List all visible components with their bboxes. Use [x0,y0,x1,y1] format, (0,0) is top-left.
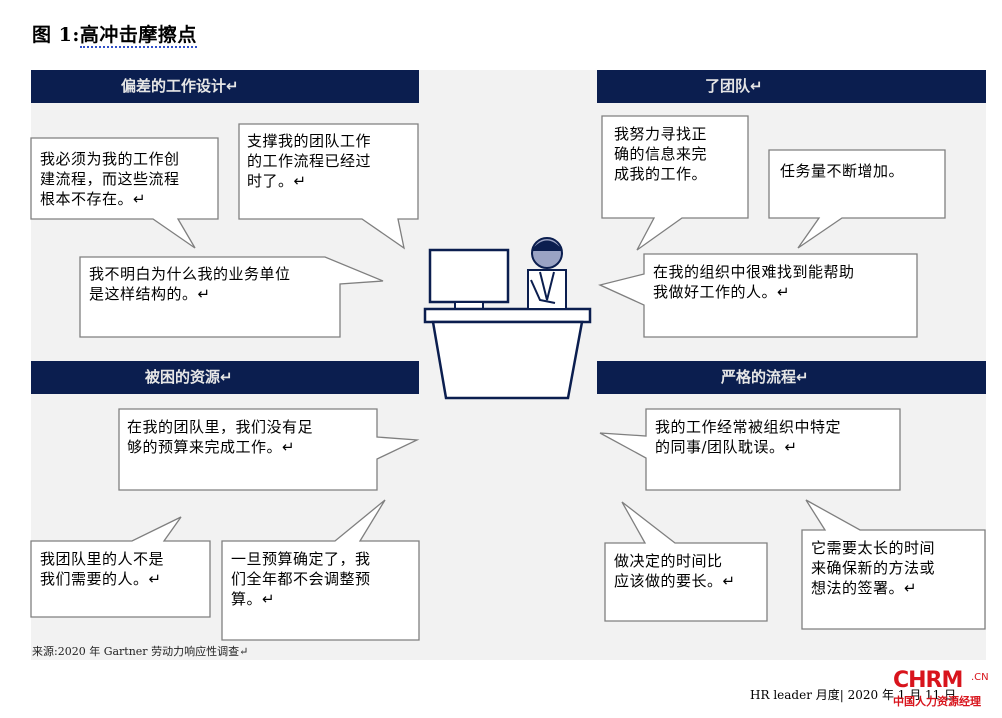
header-bottom-right-label: 严格的流程↵ [721,368,809,386]
bubble-line: 我们需要的人。↵ [40,570,162,588]
bubble-line: 在我的团队里，我们没有足 [127,418,314,436]
speech-bubble-4 [601,115,749,251]
header-top-left: 偏差的工作设计↵ [31,70,419,103]
bubble-line: 根本不存在。↵ [40,190,147,208]
bubble-line: 想法的签署。↵ [811,579,918,597]
bubble-line: 任务量不断增加。 [780,162,905,180]
speech-bubble-6 [598,253,918,338]
speech-bubble-text-2: 支撑我的团队工作 的工作流程已经过 时了。↵ [247,131,371,191]
bubble-line: 来确保新的方法或 [811,559,936,577]
person-arm [530,279,556,304]
source-note: 来源:2020 年 Gartner 劳动力响应性调查↵ [32,645,249,658]
bubble-line: 我不明白为什么我的业务单位 [89,265,291,283]
bubble-line: 我做好工作的人。↵ [653,283,791,301]
speech-bubble-text-5: 任务量不断增加。 [780,161,904,181]
speech-bubble-3 [79,256,384,338]
speech-bubble-text-11: 做决定的时间比 应该做的要长。↵ [614,551,736,591]
chrm-logo: CHRM .CN 中国人力资源经理 [893,668,993,712]
figure-title-prefix: 图 1: [32,24,80,46]
bubble-line: 够的预算来完成工作。↵ [127,438,296,456]
bubble-line: 做决定的时间比 [614,552,723,570]
speech-bubble-8 [30,516,211,618]
logo-main-text: CHRM [893,668,963,693]
logo-domain-text: .CN [971,672,989,683]
speech-bubble-9 [221,499,420,641]
header-bottom-right: 严格的流程↵ [597,361,986,394]
desk-top [423,307,592,324]
worker-at-desk-illustration [423,237,592,400]
speech-bubble-7 [118,408,420,491]
header-top-right: 了团队↵ [597,70,986,103]
speech-bubble-text-9: 一旦预算确定了，我 们全年都不会调整预 算。↵ [231,549,371,609]
speech-bubble-5 [768,149,946,249]
logo-subtitle: 中国人力资源经理 [893,695,981,708]
figure-title: 图 1:高冲击摩擦点 [32,20,197,48]
bubble-line: 的工作流程已经过 [247,152,372,170]
header-top-left-label: 偏差的工作设计↵ [121,77,239,95]
speech-bubble-text-4: 我努力寻找正 确的信息来完 成我的工作。 [614,124,707,184]
speech-bubble-text-1: 我必须为我的工作创 建流程，而这些流程 根本不存在。↵ [40,149,180,209]
page-footer: HR leader 月度| 2020 年 1 月 11 日 [750,688,957,702]
bubble-line: 一旦预算确定了，我 [231,550,371,568]
bubble-line: 它需要太长的时间 [811,539,936,557]
person-body [527,269,567,310]
header-bottom-left-label: 被困的资源↵ [145,368,233,386]
bubble-line: 支撑我的团队工作 [247,132,372,150]
speech-bubble-1 [30,137,219,249]
speech-bubble-10 [599,408,901,491]
bubble-line: 我必须为我的工作创 [40,150,180,168]
bubble-line: 是这样结构的。↵ [89,285,211,303]
speech-bubble-text-8: 我团队里的人不是 我们需要的人。↵ [40,549,164,589]
bubble-line: 们全年都不会调整预 [231,570,371,588]
figure-title-main: 高冲击摩擦点 [79,24,197,48]
speech-bubble-text-10: 我的工作经常被组织中特定 的同事/团队耽误。↵ [655,417,841,457]
bubble-line: 时了。↵ [247,172,307,190]
speech-bubble-text-6: 在我的组织中很难找到能帮助 我做好工作的人。↵ [653,262,855,302]
header-bottom-left: 被困的资源↵ [31,361,419,394]
speech-bubble-12 [801,499,986,630]
speech-bubble-text-3: 我不明白为什么我的业务单位 是这样结构的。↵ [89,264,291,304]
bubble-line: 应该做的要长。↵ [614,572,736,590]
bubble-line: 我的工作经常被组织中特定 [655,418,842,436]
speech-bubble-11 [604,501,768,622]
bubble-line: 确的信息来完 [614,145,708,163]
speech-bubble-text-7: 在我的团队里，我们没有足 够的预算来完成工作。↵ [127,417,313,457]
bubble-line: 在我的组织中很难找到能帮助 [653,263,855,281]
bubble-line: 我努力寻找正 [614,125,708,143]
desk-body [431,320,584,400]
bubble-line: 的同事/团队耽误。↵ [655,438,798,456]
header-top-right-label: 了团队↵ [705,77,763,95]
bubble-line: 算。↵ [231,590,276,608]
bubble-line: 我团队里的人不是 [40,550,165,568]
speech-bubble-2 [238,123,419,250]
bubble-line: 建流程，而这些流程 [40,170,180,188]
speech-bubble-text-12: 它需要太长的时间 来确保新的方法或 想法的签署。↵ [811,538,935,598]
bubble-line: 成我的工作。 [614,165,708,183]
monitor-icon [428,248,510,304]
